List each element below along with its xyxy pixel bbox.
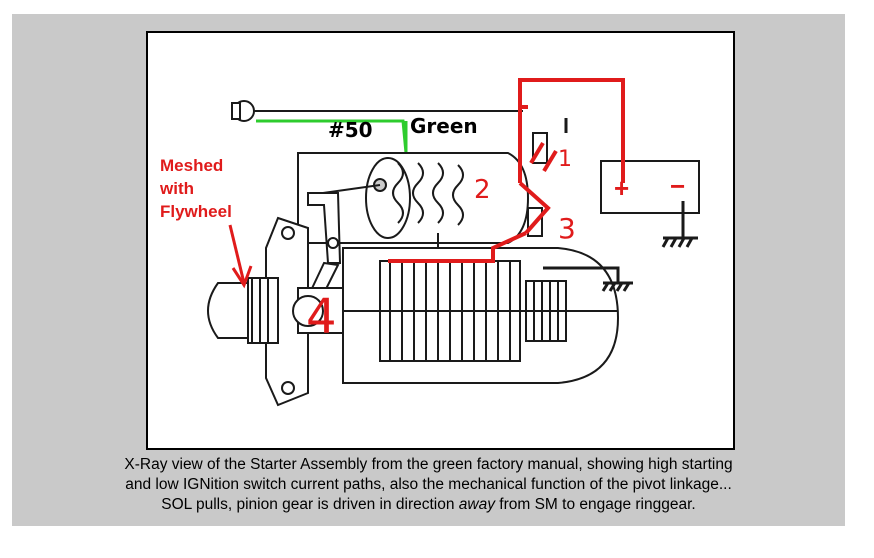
starter-assembly-diagram: #50 Green Meshed with Flywheel 1 2 3 4 +… xyxy=(159,78,700,407)
caption-emphasis: away xyxy=(458,496,495,513)
high-current-path xyxy=(388,78,625,263)
mesh-label-line1: Meshed xyxy=(160,156,223,175)
mesh-label-line2: with xyxy=(159,179,194,198)
point-1-label: 1 xyxy=(558,147,572,172)
battery-ground xyxy=(661,201,698,248)
mesh-arrow xyxy=(228,224,253,289)
wire-color-label: Green xyxy=(410,114,478,138)
mesh-label-line3: Flywheel xyxy=(160,202,232,221)
motor-ground xyxy=(543,266,633,292)
drive-end xyxy=(207,216,344,407)
caption-line-1: X-Ray view of the Starter Assembly from … xyxy=(124,456,733,473)
caption-line-3-end: from SM to engage ringgear. xyxy=(494,496,696,513)
caption-line-2: and low IGNition switch current paths, a… xyxy=(125,476,732,493)
wire-number-label: #50 xyxy=(328,118,373,142)
point-4-label: 4 xyxy=(306,289,337,345)
ignition-terminal xyxy=(231,100,523,122)
solenoid xyxy=(297,152,530,249)
point-2-label: 2 xyxy=(474,175,491,205)
battery-minus-label: − xyxy=(670,171,685,201)
caption-line-3: SOL pulls, pinion gear is driven in dire… xyxy=(12,495,845,515)
figure-caption: X-Ray view of the Starter Assembly from … xyxy=(12,455,845,515)
diagram-frame: #50 Green Meshed with Flywheel 1 2 3 4 +… xyxy=(146,31,735,450)
caption-line-3-start: SOL pulls, pinion gear is driven in dire… xyxy=(161,496,459,513)
battery-plus-label: + xyxy=(614,173,629,203)
point-3-label: 3 xyxy=(558,212,576,245)
